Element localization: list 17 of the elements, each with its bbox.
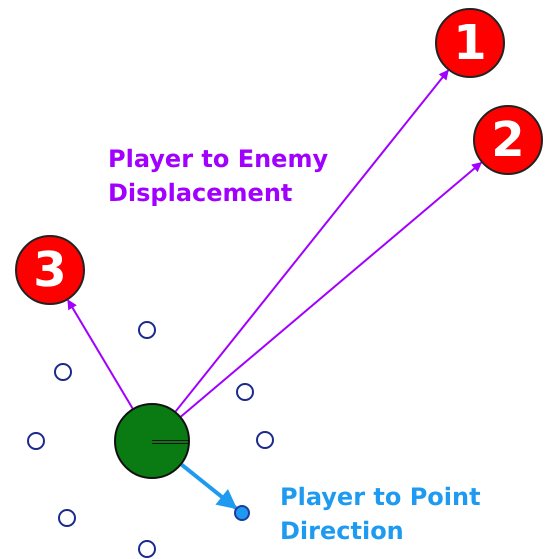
- point-marker: [138, 321, 156, 339]
- point-marker: [256, 431, 274, 449]
- arrow: [180, 463, 238, 510]
- point-marker: [58, 509, 76, 527]
- target-point: [234, 505, 250, 521]
- arrow: [180, 162, 482, 418]
- point-marker: [138, 540, 156, 558]
- enemy-marker: 2: [473, 105, 543, 175]
- caption-text: Player to Enemy Displacement: [108, 144, 330, 209]
- point-marker: [54, 363, 72, 381]
- enemy-marker: 1: [435, 8, 505, 78]
- arrow: [174, 70, 449, 412]
- point-marker: [27, 432, 45, 450]
- enemy-marker: 3: [15, 235, 85, 305]
- arrow: [67, 299, 134, 409]
- caption-text: Player to Point Direction: [280, 482, 482, 547]
- point-marker: [236, 383, 254, 401]
